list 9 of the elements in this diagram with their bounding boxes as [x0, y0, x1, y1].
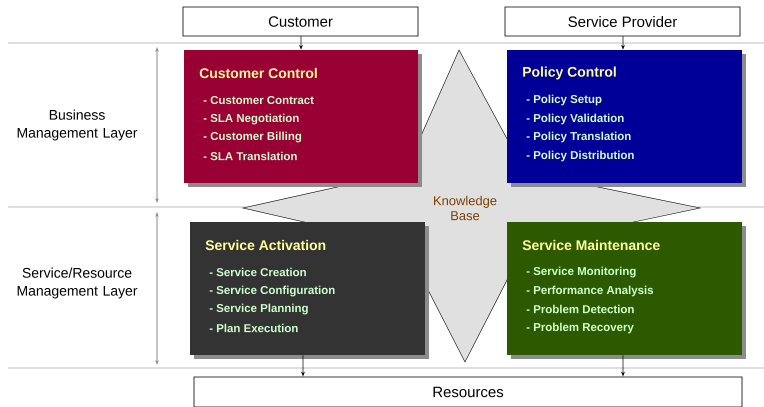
function-panel: Service Maintenance - Service Monitoring - Performance Analysis - Problem Detection - Problem Recovery [507, 222, 746, 359]
entity-box: Customer [182, 6, 418, 36]
entity-box: Service Provider [504, 6, 740, 36]
layer-label: Business Management Layer [18, 110, 138, 140]
function-panel: Customer Control - Customer Contract - SLA Negotiation - Customer Billing - SLA Translation [184, 50, 422, 187]
layer-label: Service/Resource Management Layer [18, 268, 138, 298]
function-panel: Service Activation - Service Creation - Service Configuration - Service Planning - Plan Execution [190, 222, 429, 359]
function-panel: Policy Control - Policy Setup - Policy Validation - Policy Translation - Policy Distribution [507, 50, 746, 187]
entity-box: Resources [194, 376, 742, 407]
